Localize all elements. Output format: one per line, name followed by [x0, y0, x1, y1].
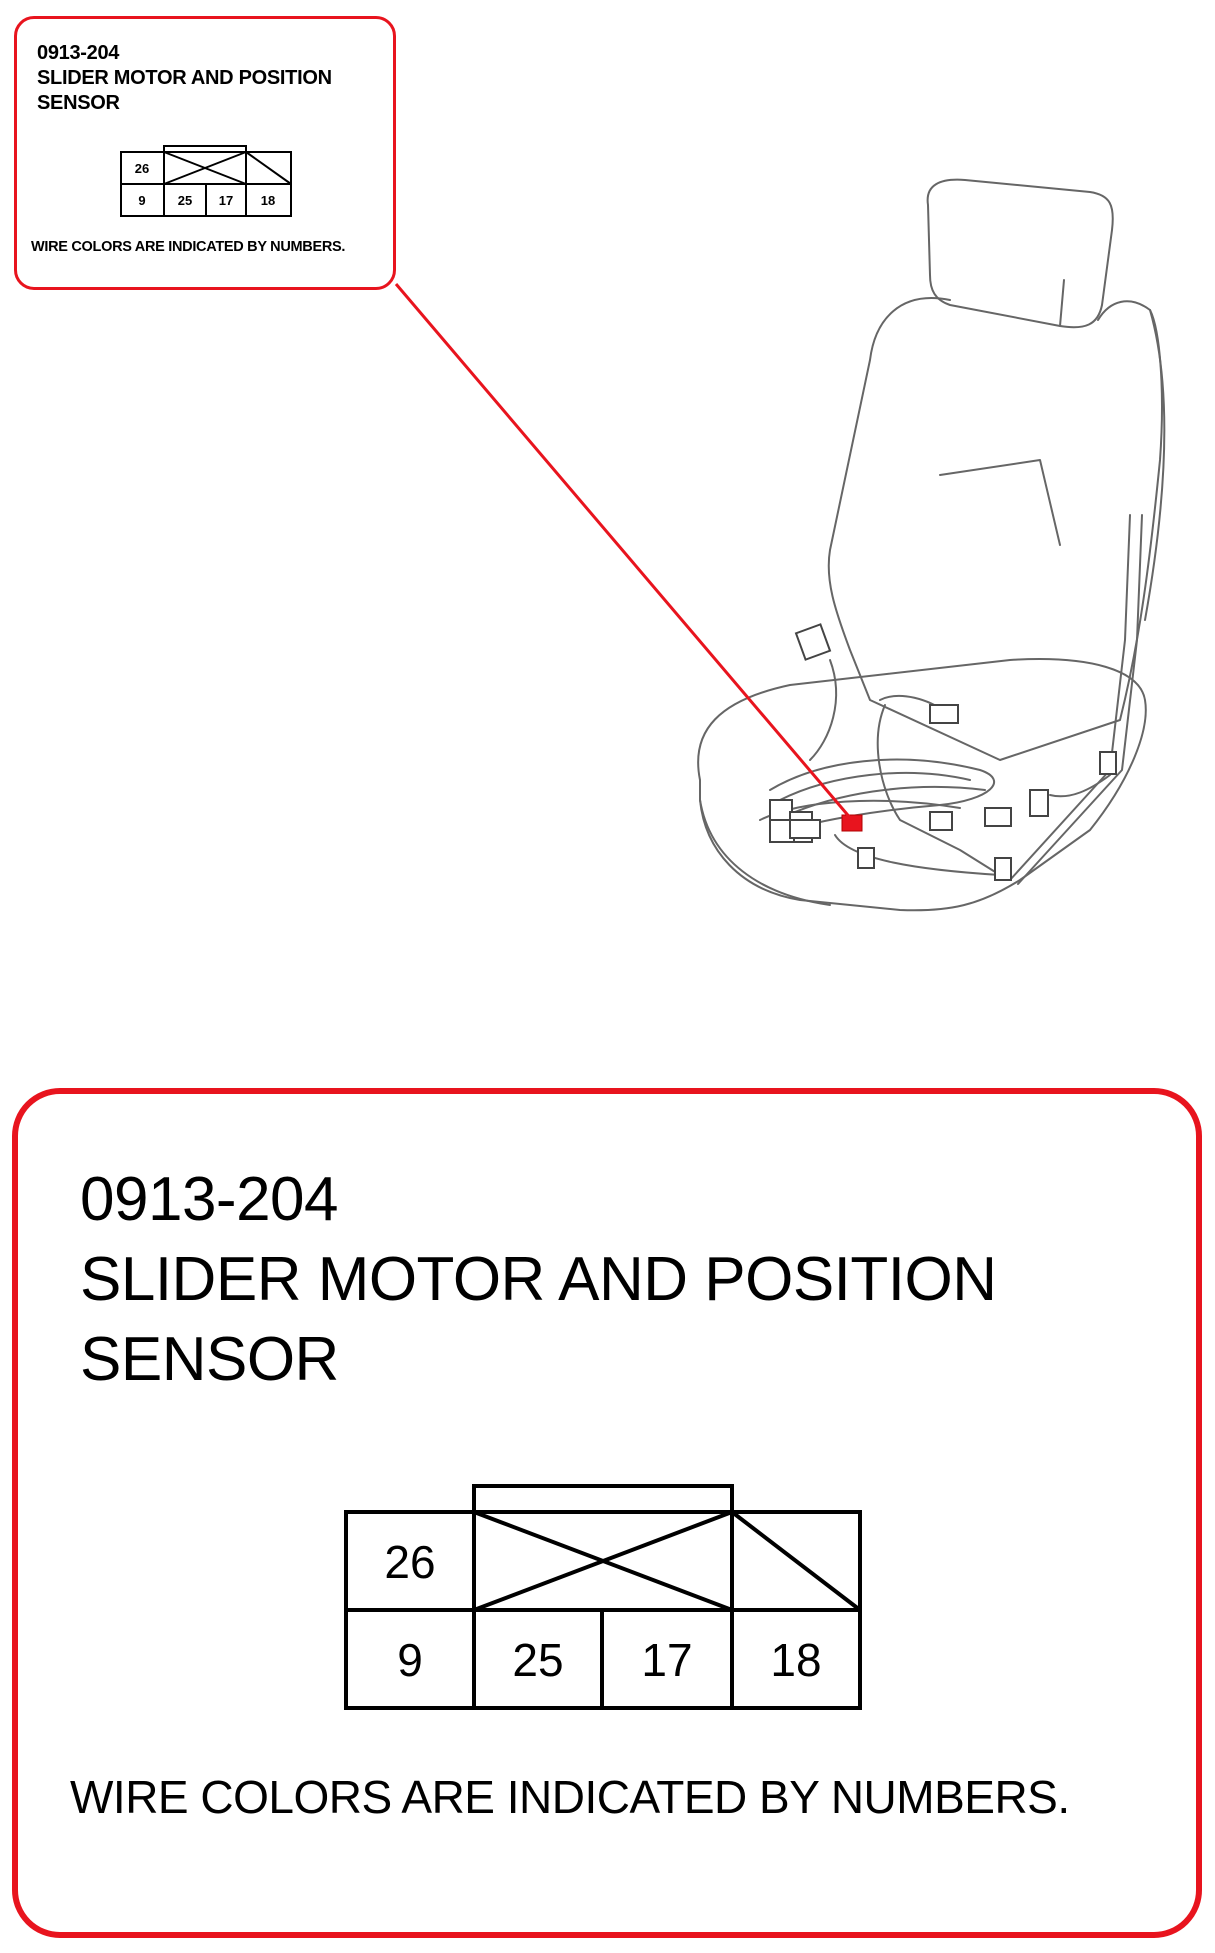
- connector-block: [984, 807, 1012, 827]
- connector-face-icon: 26 9 25 17 18: [120, 145, 292, 217]
- pin-label: 25: [178, 193, 192, 208]
- connector-code: 0913-204: [80, 1165, 339, 1234]
- connector-block: [857, 847, 875, 869]
- connector-face-icon: 26 9 25 17 18: [344, 1484, 862, 1710]
- connector-name-line2: SENSOR: [80, 1325, 339, 1394]
- connector-name-line1: SLIDER MOTOR AND POSITION: [37, 67, 332, 89]
- connector-block: [1029, 789, 1049, 817]
- pin-label: 17: [219, 193, 233, 208]
- headrest: [926, 178, 1114, 329]
- connector-block: [929, 811, 953, 831]
- connector-name-line1: SLIDER MOTOR AND POSITION: [80, 1245, 997, 1314]
- pin-label: 18: [261, 193, 275, 208]
- pin-label: 9: [138, 193, 145, 208]
- seat-backrest: [827, 297, 1163, 761]
- pin-label: 18: [770, 1634, 821, 1686]
- connector-block: [794, 623, 832, 661]
- connector-block: [1099, 751, 1117, 775]
- pin-label: 26: [384, 1536, 435, 1588]
- connector-name-line2: SENSOR: [37, 92, 120, 114]
- wire-colors-note: WIRE COLORS ARE INDICATED BY NUMBERS.: [70, 1771, 1070, 1823]
- pin-label: 26: [135, 161, 149, 176]
- pin-label: 17: [641, 1634, 692, 1686]
- connector-code: 0913-204: [37, 42, 120, 64]
- highlighted-connector: [841, 814, 863, 832]
- callout-big-title: 0913-204 SLIDER MOTOR AND POSITION SENSO…: [80, 1160, 997, 1400]
- connector-block: [994, 857, 1012, 881]
- connector-block: [789, 819, 821, 839]
- seat-cushion: [697, 658, 1147, 912]
- leader-line: [394, 283, 854, 821]
- callout-big: 0913-204 SLIDER MOTOR AND POSITION SENSO…: [12, 1088, 1202, 1938]
- callout-small-title: 0913-204 SLIDER MOTOR AND POSITION SENSO…: [37, 41, 332, 116]
- connector-block: [929, 704, 959, 724]
- pin-label: 9: [397, 1634, 423, 1686]
- pin-label: 25: [512, 1634, 563, 1686]
- callout-small: 0913-204 SLIDER MOTOR AND POSITION SENSO…: [14, 16, 396, 290]
- wire-colors-note: WIRE COLORS ARE INDICATED BY NUMBERS.: [31, 239, 346, 255]
